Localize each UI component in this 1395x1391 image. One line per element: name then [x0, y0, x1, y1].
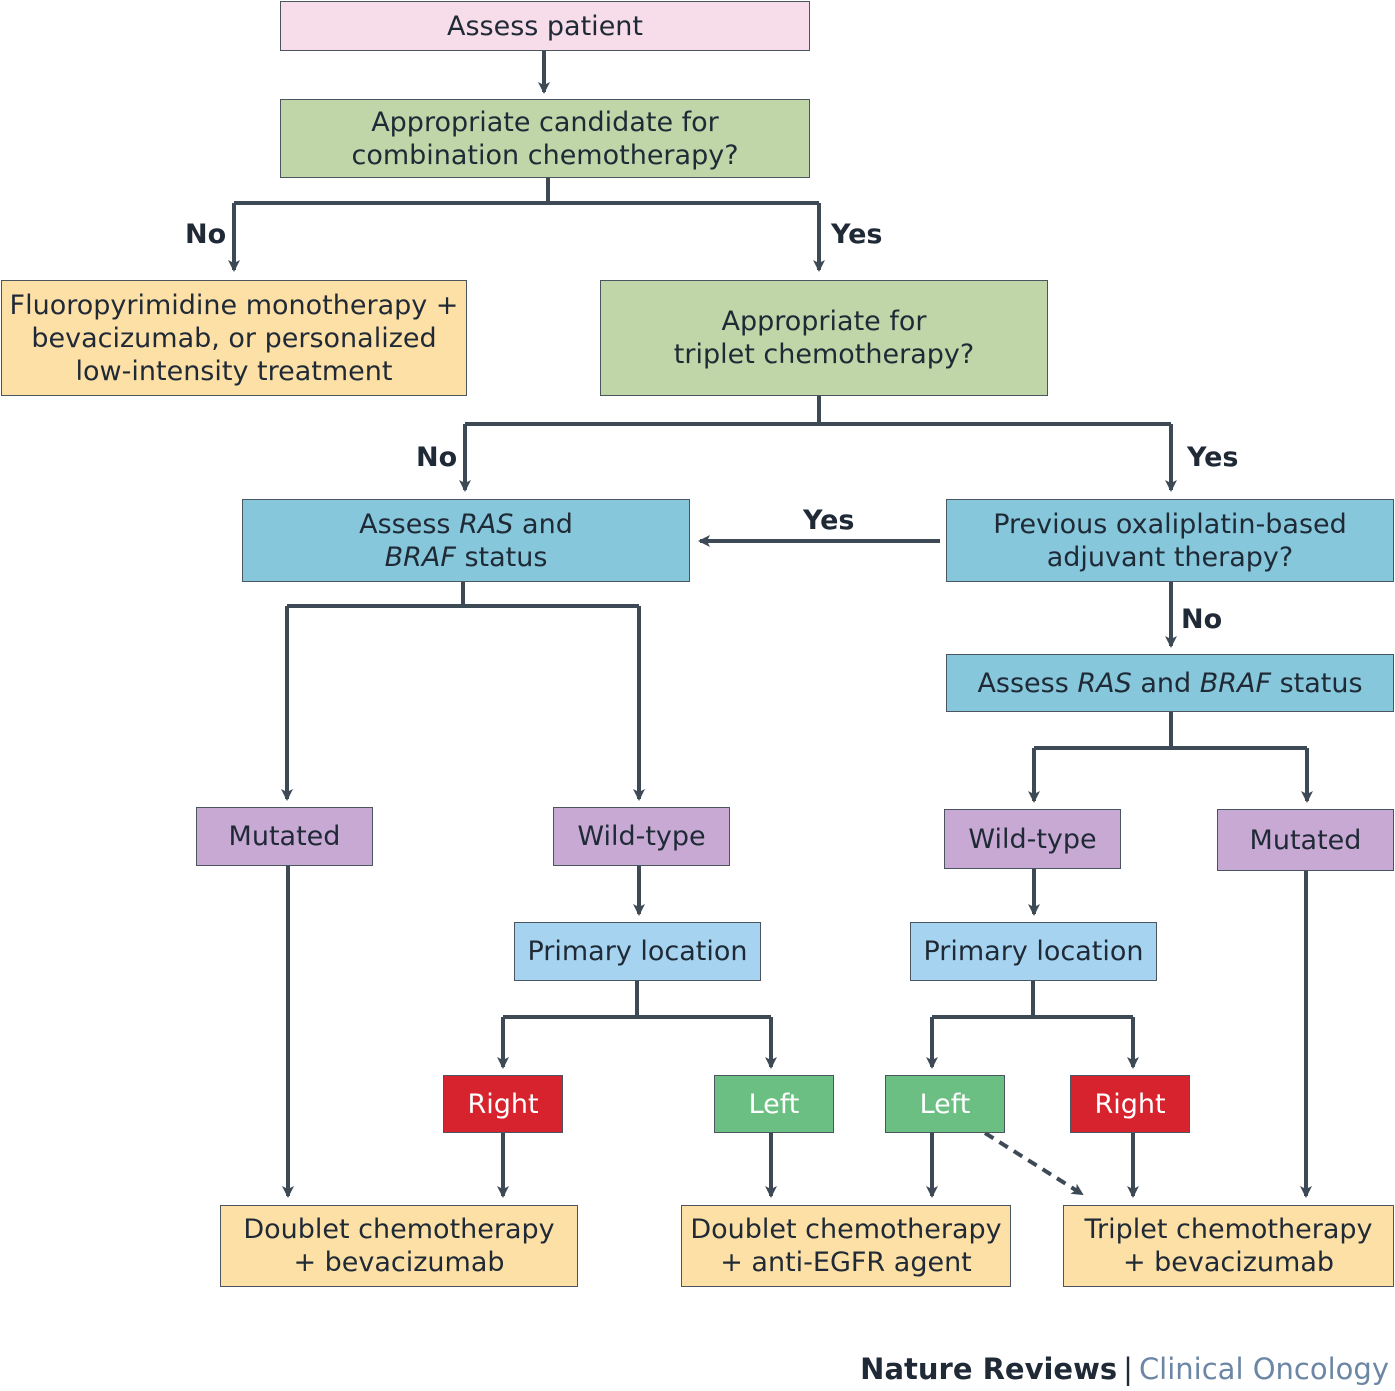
- label-no-combination: No: [185, 219, 227, 250]
- primary-location-right-text: Primary location: [923, 936, 1144, 967]
- wildtype-left-box: Wild-type: [553, 807, 730, 866]
- credit-separator: |: [1123, 1352, 1133, 1386]
- assess-patient-text: Assess patient: [446, 10, 643, 42]
- triplet-question-box: Appropriate for triplet chemotherapy?: [600, 280, 1048, 396]
- primary-location-left-box: Primary location: [514, 922, 761, 981]
- dashed-arrow-left-to-triplet-bev: [983, 1131, 1084, 1196]
- triplet-bevacizumab-line-2: + bevacizumab: [1122, 1247, 1335, 1278]
- connector-triplet-split: [465, 396, 1171, 426]
- assess-right-text-and: and: [1131, 667, 1200, 699]
- left-left-branch-text: Left: [748, 1088, 800, 1120]
- doublet-bevacizumab-line-1: Doublet chemotherapy: [243, 1214, 555, 1245]
- label-no-oxaliplatin: No: [1181, 604, 1223, 635]
- mutated-right-box: Mutated: [1217, 809, 1394, 871]
- mutated-left-box: Mutated: [196, 807, 373, 866]
- connector-assess-left-split: [287, 582, 639, 608]
- left-right-branch-text: Left: [919, 1088, 971, 1120]
- mutated-right-text: Mutated: [1249, 824, 1362, 856]
- triplet-question-line-1: Appropriate for: [721, 306, 927, 337]
- connector-primary-left-split: [503, 981, 771, 1019]
- oxaliplatin-question-line-1: Previous oxaliplatin-based: [993, 508, 1347, 540]
- combination-question-line-1: Appropriate candidate for: [371, 106, 719, 138]
- doublet-anti-egfr-line-2: + anti-EGFR agent: [720, 1247, 972, 1278]
- fluoropyrimidine-line-3: low-intensity treatment: [75, 355, 393, 387]
- combination-question-box: Appropriate candidate for combination ch…: [280, 99, 810, 178]
- wildtype-right-text: Wild-type: [968, 823, 1097, 855]
- doublet-bevacizumab-line-2: + bevacizumab: [293, 1247, 505, 1278]
- mutated-left-text: Mutated: [228, 821, 341, 852]
- connector-combination-split: [234, 178, 819, 205]
- assess-left-line-2: BRAF status: [385, 541, 548, 574]
- left-left-branch-box: Left: [714, 1075, 834, 1133]
- assess-left-line-1: Assess RAS and: [359, 508, 573, 541]
- fluoropyrimidine-line-1: Fluoropyrimidine monotherapy +: [9, 289, 459, 321]
- left-right-branch-box: Left: [885, 1075, 1005, 1133]
- assess-left-text-status: status: [455, 541, 548, 573]
- assess-right-text-pre: Assess: [977, 667, 1078, 699]
- right-left-branch-box: Right: [443, 1075, 563, 1133]
- oxaliplatin-question-box: Previous oxaliplatin-based adjuvant ther…: [946, 499, 1394, 582]
- assess-left-gene-ras: RAS: [459, 508, 514, 540]
- primary-location-right-box: Primary location: [910, 922, 1157, 981]
- right-right-branch-box: Right: [1070, 1075, 1190, 1133]
- assess-ras-braf-right-box: Assess RAS and BRAF status: [946, 654, 1394, 712]
- doublet-anti-egfr-line-1: Doublet chemotherapy: [690, 1214, 1002, 1245]
- label-yes-oxaliplatin: Yes: [803, 505, 855, 536]
- doublet-anti-egfr-box: Doublet chemotherapy + anti-EGFR agent: [681, 1205, 1011, 1287]
- fluoropyrimidine-box: Fluoropyrimidine monotherapy + bevacizum…: [1, 280, 467, 396]
- doublet-bevacizumab-box: Doublet chemotherapy + bevacizumab: [220, 1205, 578, 1287]
- assess-right-gene-ras: RAS: [1077, 667, 1132, 699]
- triplet-bevacizumab-box: Triplet chemotherapy + bevacizumab: [1063, 1205, 1394, 1287]
- oxaliplatin-question-line-2: adjuvant therapy?: [1046, 541, 1294, 573]
- wildtype-right-box: Wild-type: [944, 809, 1121, 869]
- assess-patient-box: Assess patient: [280, 1, 810, 51]
- label-yes-triplet: Yes: [1187, 442, 1239, 473]
- fluoropyrimidine-line-2: bevacizumab, or personalized: [31, 322, 437, 354]
- assess-left-text-and: and: [513, 508, 573, 540]
- assess-left-gene-braf: BRAF: [384, 541, 456, 573]
- combination-question-line-2: combination chemotherapy?: [351, 139, 739, 171]
- label-yes-combination: Yes: [831, 219, 883, 250]
- wildtype-left-text: Wild-type: [577, 821, 706, 852]
- connector-assess-right-split: [1034, 712, 1307, 750]
- assess-right-text-status: status: [1271, 667, 1363, 699]
- right-left-branch-text: Right: [467, 1088, 539, 1120]
- right-right-branch-text: Right: [1094, 1088, 1166, 1120]
- primary-location-left-text: Primary location: [527, 936, 748, 967]
- assess-right-line: Assess RAS and BRAF status: [977, 667, 1362, 700]
- triplet-bevacizumab-line-1: Triplet chemotherapy: [1084, 1214, 1373, 1245]
- label-no-triplet: No: [416, 442, 458, 473]
- triplet-question-line-2: triplet chemotherapy?: [673, 339, 975, 370]
- connector-primary-right-split: [932, 981, 1133, 1019]
- assess-ras-braf-left-box: Assess RAS and BRAF status: [242, 499, 690, 582]
- journal-section: Clinical Oncology: [1138, 1352, 1389, 1386]
- assess-left-text-pre: Assess: [359, 508, 460, 540]
- journal-name: Nature Reviews: [860, 1352, 1118, 1386]
- assess-right-gene-braf: BRAF: [1199, 667, 1272, 699]
- journal-credit: Nature Reviews|Clinical Oncology: [860, 1352, 1389, 1386]
